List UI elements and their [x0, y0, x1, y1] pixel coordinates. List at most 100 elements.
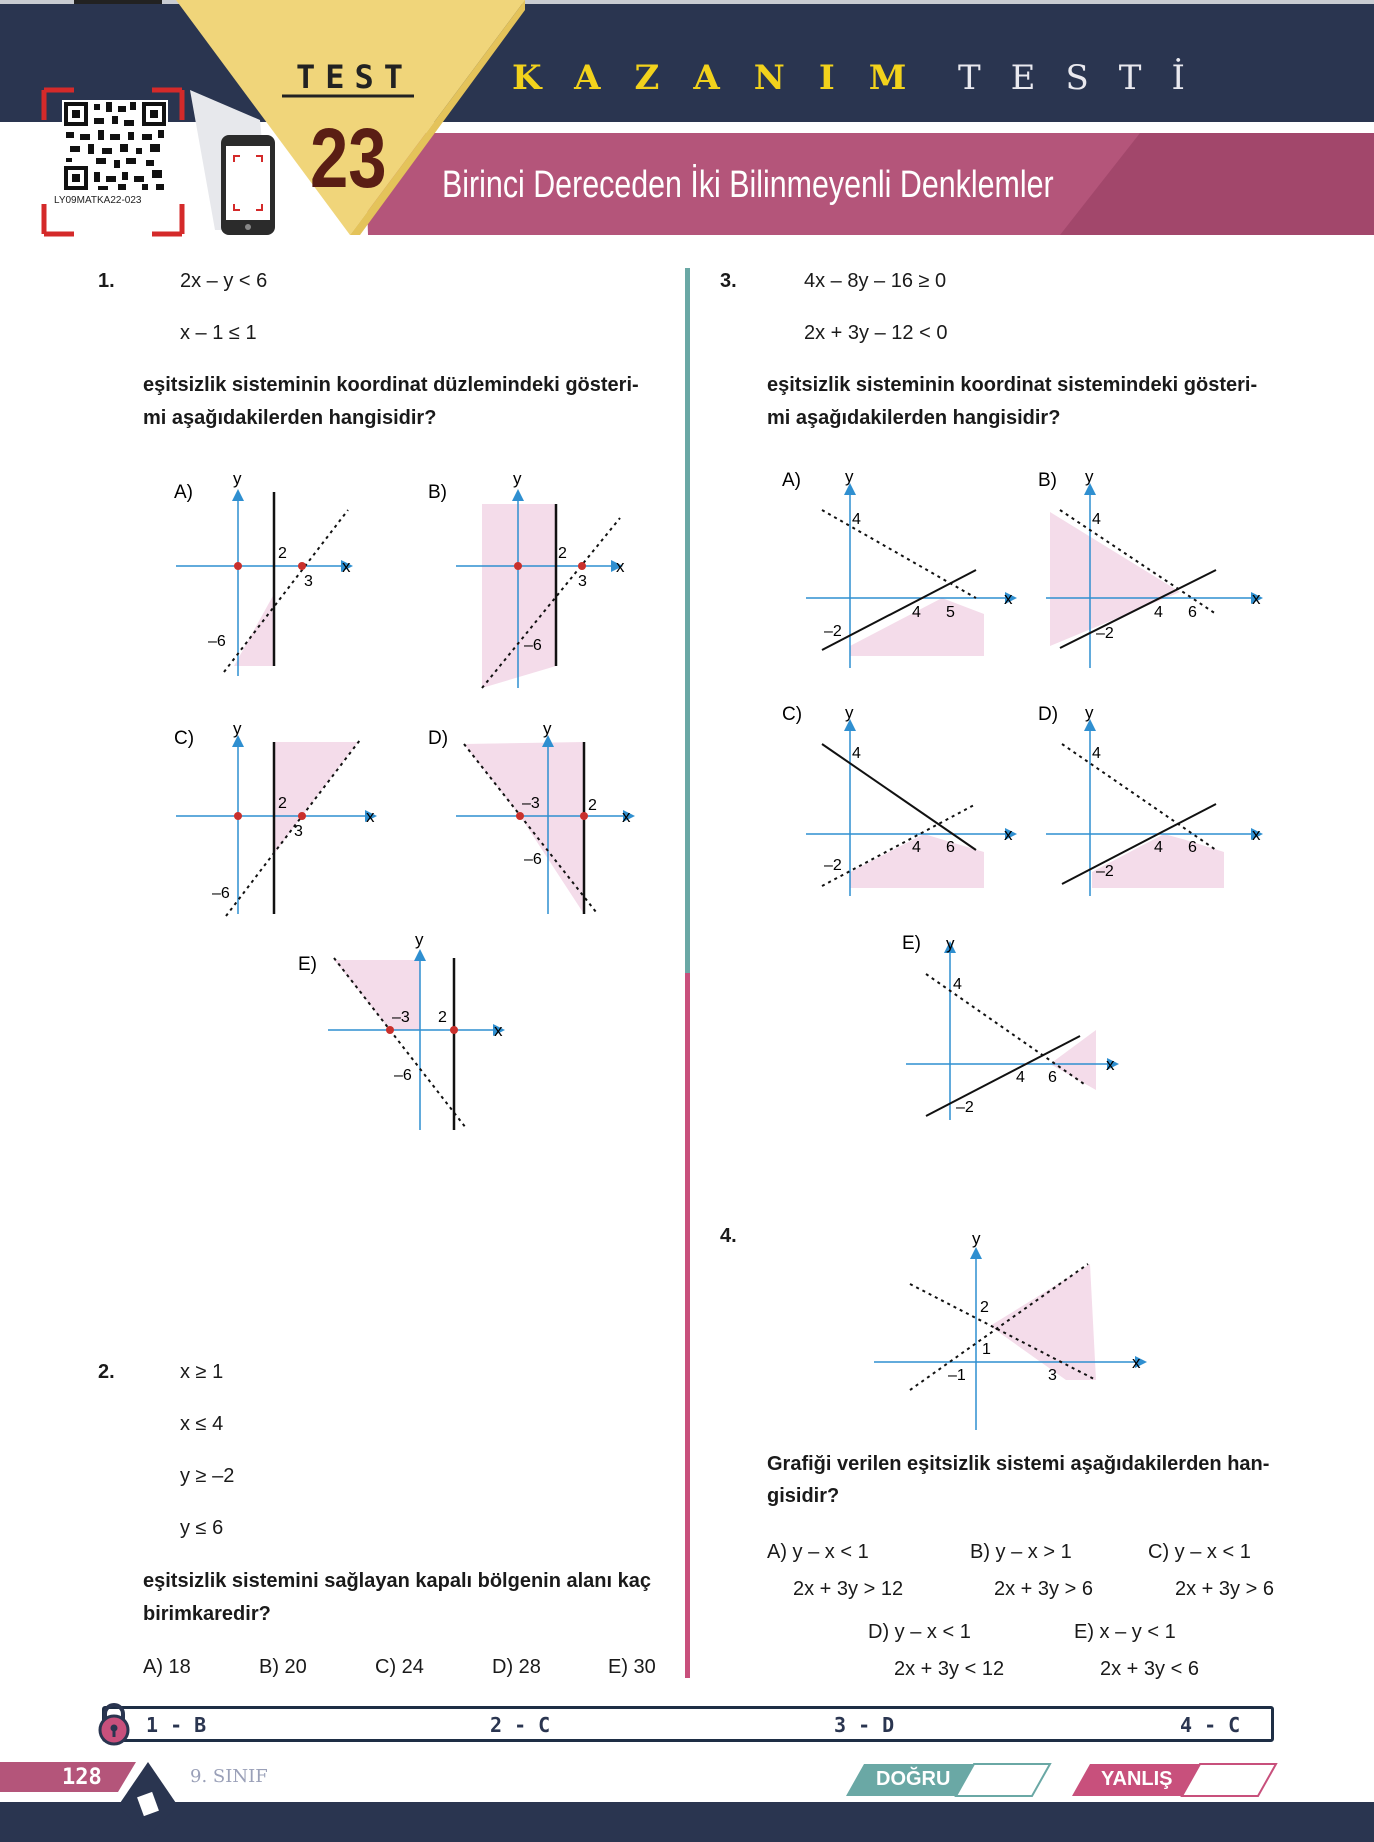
- test-label: TEST: [296, 58, 414, 96]
- q4-t2: 2: [980, 1299, 989, 1316]
- q3-number: 3.: [720, 270, 737, 292]
- q4-choice-d-line1[interactable]: D) y – x < 1: [868, 1621, 971, 1643]
- q4-stem-line1: Grafiği verilen eşitsizlik sistemi aşağı…: [767, 1453, 1270, 1475]
- q2-choice-b[interactable]: B) 20: [259, 1656, 307, 1678]
- q3-e-tx1: 4: [1016, 1069, 1025, 1086]
- test-number: 23: [310, 111, 387, 205]
- grade-label: 9. SINIF: [190, 1766, 268, 1787]
- q1-b-t3: –6: [524, 637, 542, 654]
- q3-c-x: x: [1004, 825, 1013, 844]
- q3-graph-b[interactable]: B) y x 4 4 6 –2: [1030, 464, 1270, 674]
- answer-key-bar: [102, 1706, 1274, 1742]
- q3-graph-c[interactable]: C) y x 4 4 6 –2: [780, 700, 1020, 900]
- q1-graph-b[interactable]: B) y x 2 3 –6: [420, 464, 630, 694]
- footer-band: [0, 1802, 1374, 1842]
- q3-d-tn: –2: [1096, 863, 1114, 880]
- q3-b-label: B): [1038, 470, 1057, 491]
- q2-choice-c[interactable]: C) 24: [375, 1656, 424, 1678]
- column-divider: [685, 268, 690, 1678]
- q4-choice-e-line1[interactable]: E) x – y < 1: [1074, 1621, 1176, 1643]
- q3-a-label: A): [782, 470, 801, 491]
- header-top-line: [0, 0, 1374, 4]
- q4-graph[interactable]: y x 2 1 –1 3: [870, 1228, 1150, 1433]
- qr-code-icon[interactable]: [62, 100, 168, 192]
- q4-choice-c-line1[interactable]: C) y – x < 1: [1148, 1541, 1251, 1563]
- page-number: 128: [62, 1765, 102, 1790]
- q3-b-tx1: 4: [1154, 604, 1163, 621]
- q1-number: 1.: [98, 270, 115, 292]
- q1-graph-c[interactable]: C) y x 2 3 –6: [168, 714, 378, 924]
- q3-stem-line1: eşitsizlik sisteminin koordinat sistemin…: [767, 374, 1258, 396]
- q4-y: y: [972, 1229, 981, 1248]
- q4-choice-e-line2: 2x + 3y < 6: [1100, 1658, 1199, 1680]
- q1-b-t2: 3: [578, 573, 587, 590]
- q3-graph-e[interactable]: E) y x 4 4 6 –2: [890, 932, 1130, 1122]
- answer-3: 3 - D: [834, 1713, 895, 1737]
- q1-a-t3: –6: [208, 633, 226, 650]
- q2-inequality-1: x ≥ 1: [180, 1361, 224, 1383]
- q3-c-tx1: 4: [912, 839, 921, 856]
- q1-b-x: x: [616, 557, 625, 576]
- lock-icon: [98, 1703, 130, 1746]
- q2-inequality-4: y ≤ 6: [180, 1517, 224, 1539]
- q3-c-tn: –2: [824, 857, 842, 874]
- q4-choice-c-line2: 2x + 3y > 6: [1175, 1578, 1274, 1600]
- q4-t3: 3: [1048, 1367, 1057, 1384]
- q1-graph-a[interactable]: A) y x 2 3 –6: [168, 464, 368, 679]
- q3-e-t4: 4: [953, 976, 962, 993]
- q3-inequality-1: 4x – 8y – 16 ≥ 0: [804, 270, 947, 292]
- q3-c-label: C): [782, 704, 802, 725]
- q1-d-t1: –3: [522, 795, 540, 812]
- qr-caption: LY09MATKA22-023: [54, 195, 142, 206]
- title-kazanim: KAZANIM: [512, 58, 941, 98]
- q1-a-t2: 3: [304, 573, 313, 590]
- q1-a-t1: 2: [278, 545, 287, 562]
- q1-graph-d[interactable]: D) y x –3 2 –6: [420, 714, 640, 924]
- q4-x: x: [1132, 1353, 1141, 1372]
- q3-b-tn: –2: [1096, 625, 1114, 642]
- correct-count-label[interactable]: DOĞRU: [876, 1768, 951, 1790]
- q3-b-y: y: [1085, 467, 1094, 486]
- q4-choice-a-line1[interactable]: A) y – x < 1: [767, 1541, 869, 1563]
- q3-graph-d[interactable]: D) y x 4 4 6 –2: [1030, 700, 1270, 900]
- q1-b-label: B): [428, 482, 447, 503]
- wrong-count-label[interactable]: YANLIŞ: [1101, 1768, 1173, 1790]
- q3-graph-a[interactable]: A) y x 4 4 5 –2: [780, 464, 1020, 674]
- q3-stem-line2: mi aşağıdakilerden hangisidir?: [767, 407, 1061, 429]
- q1-a-y: y: [233, 469, 242, 488]
- q1-a-x: x: [342, 557, 351, 576]
- q3-a-tn: –2: [824, 623, 842, 640]
- q2-number: 2.: [98, 1361, 115, 1383]
- answer-2: 2 - C: [490, 1713, 551, 1737]
- q3-b-tx2: 6: [1188, 604, 1197, 621]
- q3-e-label: E): [902, 933, 921, 954]
- q4-choice-d-line2: 2x + 3y < 12: [894, 1658, 1005, 1680]
- q2-choice-a[interactable]: A) 18: [143, 1656, 191, 1678]
- q3-e-tx2: 6: [1048, 1069, 1057, 1086]
- q2-choice-d[interactable]: D) 28: [492, 1656, 541, 1678]
- q1-c-t3: –6: [212, 885, 230, 902]
- title-testi: TESTİ: [958, 58, 1215, 98]
- q1-e-t3: –6: [394, 1067, 412, 1084]
- q1-d-y: y: [543, 719, 552, 738]
- q2-choice-e[interactable]: E) 30: [608, 1656, 656, 1678]
- answer-4: 4 - C: [1180, 1713, 1241, 1737]
- q1-e-t1: –3: [392, 1009, 410, 1026]
- q1-e-x: x: [494, 1021, 503, 1040]
- page-subtitle: Birinci Dereceden İki Bilinmeyenli Denkl…: [442, 164, 1054, 206]
- q1-c-y: y: [233, 719, 242, 738]
- q4-choice-b-line2: 2x + 3y > 6: [994, 1578, 1093, 1600]
- q2-stem-line2: birimkaredir?: [143, 1603, 271, 1625]
- answer-1: 1 - B: [146, 1713, 207, 1737]
- q3-e-y: y: [946, 934, 955, 953]
- q1-d-t2: 2: [588, 797, 597, 814]
- q1-graph-e[interactable]: E) y x –3 2 –6: [290, 930, 520, 1130]
- q4-choice-b-line1[interactable]: B) y – x > 1: [970, 1541, 1072, 1563]
- q4-t1: 1: [982, 1341, 991, 1358]
- q3-c-t4: 4: [852, 745, 861, 762]
- q4-tm1: –1: [948, 1367, 966, 1384]
- q1-inequality-2: x – 1 ≤ 1: [180, 322, 257, 344]
- footer-decoration: [0, 1762, 1278, 1836]
- q1-inequality-1: 2x – y < 6: [180, 270, 268, 292]
- q1-d-label: D): [428, 728, 448, 749]
